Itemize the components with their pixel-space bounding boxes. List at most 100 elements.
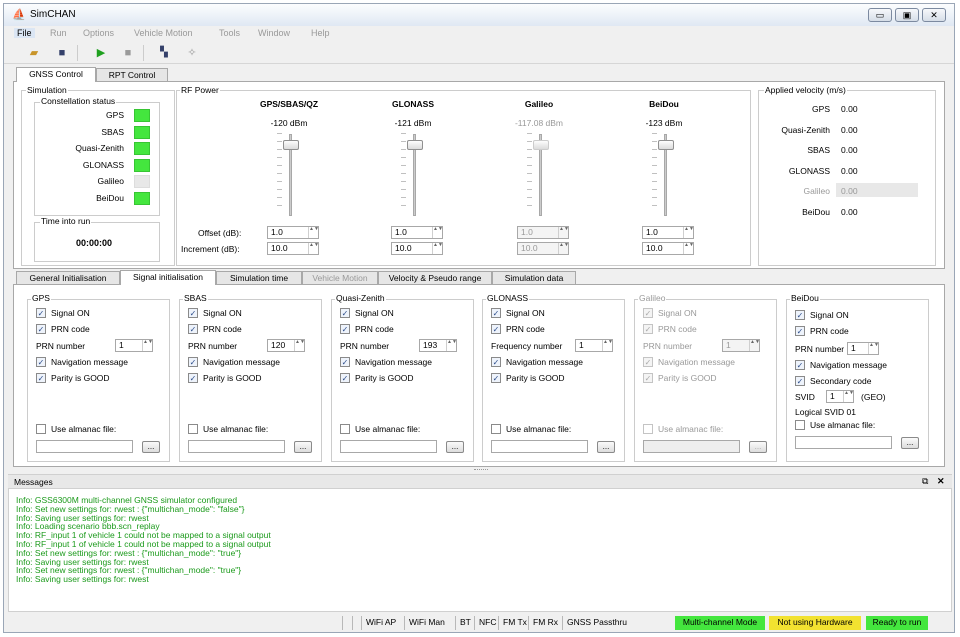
almanac-file-field-quasi-zenith[interactable] [340, 440, 437, 453]
rf-slider-thumb-beidou[interactable] [658, 140, 674, 150]
checkbox-almanac-gps[interactable]: ✓ [36, 424, 46, 434]
checkbox-nav-message-sbas[interactable]: ✓ [188, 357, 198, 367]
number-spin-glonass-arrows-icon[interactable]: ▲▼ [602, 340, 613, 351]
increment-spin-glonass-arrows-icon[interactable]: ▲▼ [432, 243, 443, 254]
checkbox-signal-on-quasi-zenith[interactable]: ✓ [340, 308, 350, 318]
checkbox-prn-code-quasi-zenith[interactable]: ✓ [340, 324, 350, 334]
checkbox-prn-code-glonass[interactable]: ✓ [491, 324, 501, 334]
menu-options[interactable]: Options [83, 28, 115, 38]
number-spin-sbas[interactable]: 120▲▼ [267, 339, 305, 352]
almanac-browse-button-quasi-zenith[interactable]: ... [446, 441, 464, 453]
play-icon[interactable]: ▶ [96, 47, 106, 59]
checkbox-prn-code-gps[interactable]: ✓ [36, 324, 46, 334]
tab-general-initialisation[interactable]: General Initialisation [16, 271, 120, 285]
satellite-icon[interactable]: ✧ [187, 47, 197, 59]
almanac-browse-button-gps[interactable]: ... [142, 441, 160, 453]
menu-help[interactable]: Help [311, 28, 330, 38]
tab-rpt-control[interactable]: RPT Control [96, 68, 168, 82]
number-spin-quasi-zenith-arrows-icon[interactable]: ▲▼ [446, 340, 457, 351]
velocity-label-gps: GPS [812, 104, 830, 114]
number-spin-gps[interactable]: 1▲▼ [115, 339, 153, 352]
splitter-handle[interactable] [474, 469, 488, 472]
number-spin-beidou[interactable]: 1▲▼ [847, 342, 879, 355]
checkbox-nav-message-glonass[interactable]: ✓ [491, 357, 501, 367]
maximize-button[interactable]: ▣ [895, 8, 919, 22]
checkbox-nav-message-quasi-zenith[interactable]: ✓ [340, 357, 350, 367]
checkbox-almanac-sbas[interactable]: ✓ [188, 424, 198, 434]
checkbox-parity-gps[interactable]: ✓ [36, 373, 46, 383]
signal-group-title-gps: GPS [31, 293, 51, 303]
almanac-browse-button-sbas[interactable]: ... [294, 441, 312, 453]
menu-file[interactable]: File [14, 28, 35, 38]
stop-icon[interactable]: ■ [124, 47, 132, 59]
rf-slider-track-gps-sbas-qz[interactable] [289, 134, 292, 216]
checkbox-parity-glonass[interactable]: ✓ [491, 373, 501, 383]
checkbox-almanac-quasi-zenith[interactable]: ✓ [340, 424, 350, 434]
checkbox-nav-message-beidou[interactable]: ✓ [795, 360, 805, 370]
increment-spin-glonass[interactable]: 10.0▲▼ [391, 242, 443, 255]
offset-spin-gps-sbas-qz[interactable]: 1.0▲▼ [267, 226, 319, 239]
offset-spin-glonass[interactable]: 1.0▲▼ [391, 226, 443, 239]
folder-open-icon[interactable]: ▰ [29, 47, 39, 59]
offset-spin-glonass-arrows-icon[interactable]: ▲▼ [432, 227, 443, 238]
checkbox-signal-on-sbas[interactable]: ✓ [188, 308, 198, 318]
increment-spin-gps-sbas-qz-arrows-icon[interactable]: ▲▼ [308, 243, 319, 254]
minimize-button[interactable]: ▭ [868, 8, 892, 22]
checkbox-secondary-code-beidou[interactable]: ✓ [795, 376, 805, 386]
grid-icon[interactable]: ▚ [160, 47, 168, 58]
svid-spin-beidou[interactable]: 1▲▼ [826, 390, 854, 403]
offset-spin-beidou[interactable]: 1.0▲▼ [642, 226, 694, 239]
almanac-file-field-sbas[interactable] [188, 440, 285, 453]
offset-spin-gps-sbas-qz-arrows-icon[interactable]: ▲▼ [308, 227, 319, 238]
tab-velocity-pseudo-range[interactable]: Velocity & Pseudo range [378, 271, 492, 285]
window-title: SimCHAN [30, 9, 76, 20]
almanac-browse-button-beidou[interactable]: ... [901, 437, 919, 449]
svid-spin-beidou-arrows-icon[interactable]: ▲▼ [843, 391, 854, 402]
checkbox-prn-code-sbas[interactable]: ✓ [188, 324, 198, 334]
rf-slider-thumb-gps-sbas-qz[interactable] [283, 140, 299, 150]
tab-simulation-data[interactable]: Simulation data [492, 271, 576, 285]
checkbox-almanac-glonass[interactable]: ✓ [491, 424, 501, 434]
rf-slider-track-beidou[interactable] [664, 134, 667, 216]
almanac-file-field-glonass[interactable] [491, 440, 588, 453]
checkbox-signal-on-galileo: ✓ [643, 308, 653, 318]
checkbox-parity-sbas[interactable]: ✓ [188, 373, 198, 383]
increment-spin-gps-sbas-qz[interactable]: 10.0▲▼ [267, 242, 319, 255]
rf-slider-track-glonass[interactable] [413, 134, 416, 216]
menu-run[interactable]: Run [50, 28, 67, 38]
almanac-browse-button-glonass[interactable]: ... [597, 441, 615, 453]
close-button[interactable]: ✕ [922, 8, 946, 22]
offset-spin-beidou-arrows-icon[interactable]: ▲▼ [683, 227, 694, 238]
menu-tools[interactable]: Tools [219, 28, 241, 38]
checkbox-parity-quasi-zenith[interactable]: ✓ [340, 373, 350, 383]
checkbox-signal-on-glonass[interactable]: ✓ [491, 308, 501, 318]
number-spin-beidou-arrows-icon[interactable]: ▲▼ [868, 343, 879, 354]
number-spin-gps-arrows-icon[interactable]: ▲▼ [142, 340, 153, 351]
simulation-title: Simulation [26, 85, 68, 95]
menu-window[interactable]: Window [258, 28, 291, 38]
tab-signal-initialisation[interactable]: Signal initialisation [120, 270, 216, 285]
checkbox-nav-message-gps[interactable]: ✓ [36, 357, 46, 367]
checkbox-almanac-beidou[interactable]: ✓ [795, 420, 805, 430]
tab-simulation-time[interactable]: Simulation time [216, 271, 302, 285]
increment-spin-beidou-arrows-icon[interactable]: ▲▼ [683, 243, 694, 254]
label-almanac-sbas: Use almanac file: [203, 424, 269, 434]
number-spin-sbas-arrows-icon[interactable]: ▲▼ [294, 340, 305, 351]
number-spin-quasi-zenith[interactable]: 193▲▼ [419, 339, 457, 352]
status-item-fm-tx: FM Tx [503, 617, 527, 627]
undock-icon[interactable]: ⧉ [922, 476, 929, 486]
checkbox-signal-on-beidou[interactable]: ✓ [795, 310, 805, 320]
increment-spin-beidou[interactable]: 10.0▲▼ [642, 242, 694, 255]
number-spin-glonass[interactable]: 1▲▼ [575, 339, 613, 352]
messages-log[interactable]: Info: GSS6300M multi-channel GNSS simula… [8, 488, 952, 612]
almanac-file-field-gps[interactable] [36, 440, 133, 453]
close-icon[interactable]: ✕ [937, 476, 945, 486]
menu-vehicle-motion[interactable]: Vehicle Motion [134, 28, 193, 38]
save-icon[interactable]: ■ [58, 47, 66, 59]
rf-channel-title-beidou: BeiDou [649, 99, 679, 109]
checkbox-signal-on-gps[interactable]: ✓ [36, 308, 46, 318]
checkbox-prn-code-beidou[interactable]: ✓ [795, 326, 805, 336]
almanac-file-field-beidou[interactable] [795, 436, 892, 449]
rf-slider-thumb-glonass[interactable] [407, 140, 423, 150]
tab-gnss-control[interactable]: GNSS Control [16, 67, 96, 82]
